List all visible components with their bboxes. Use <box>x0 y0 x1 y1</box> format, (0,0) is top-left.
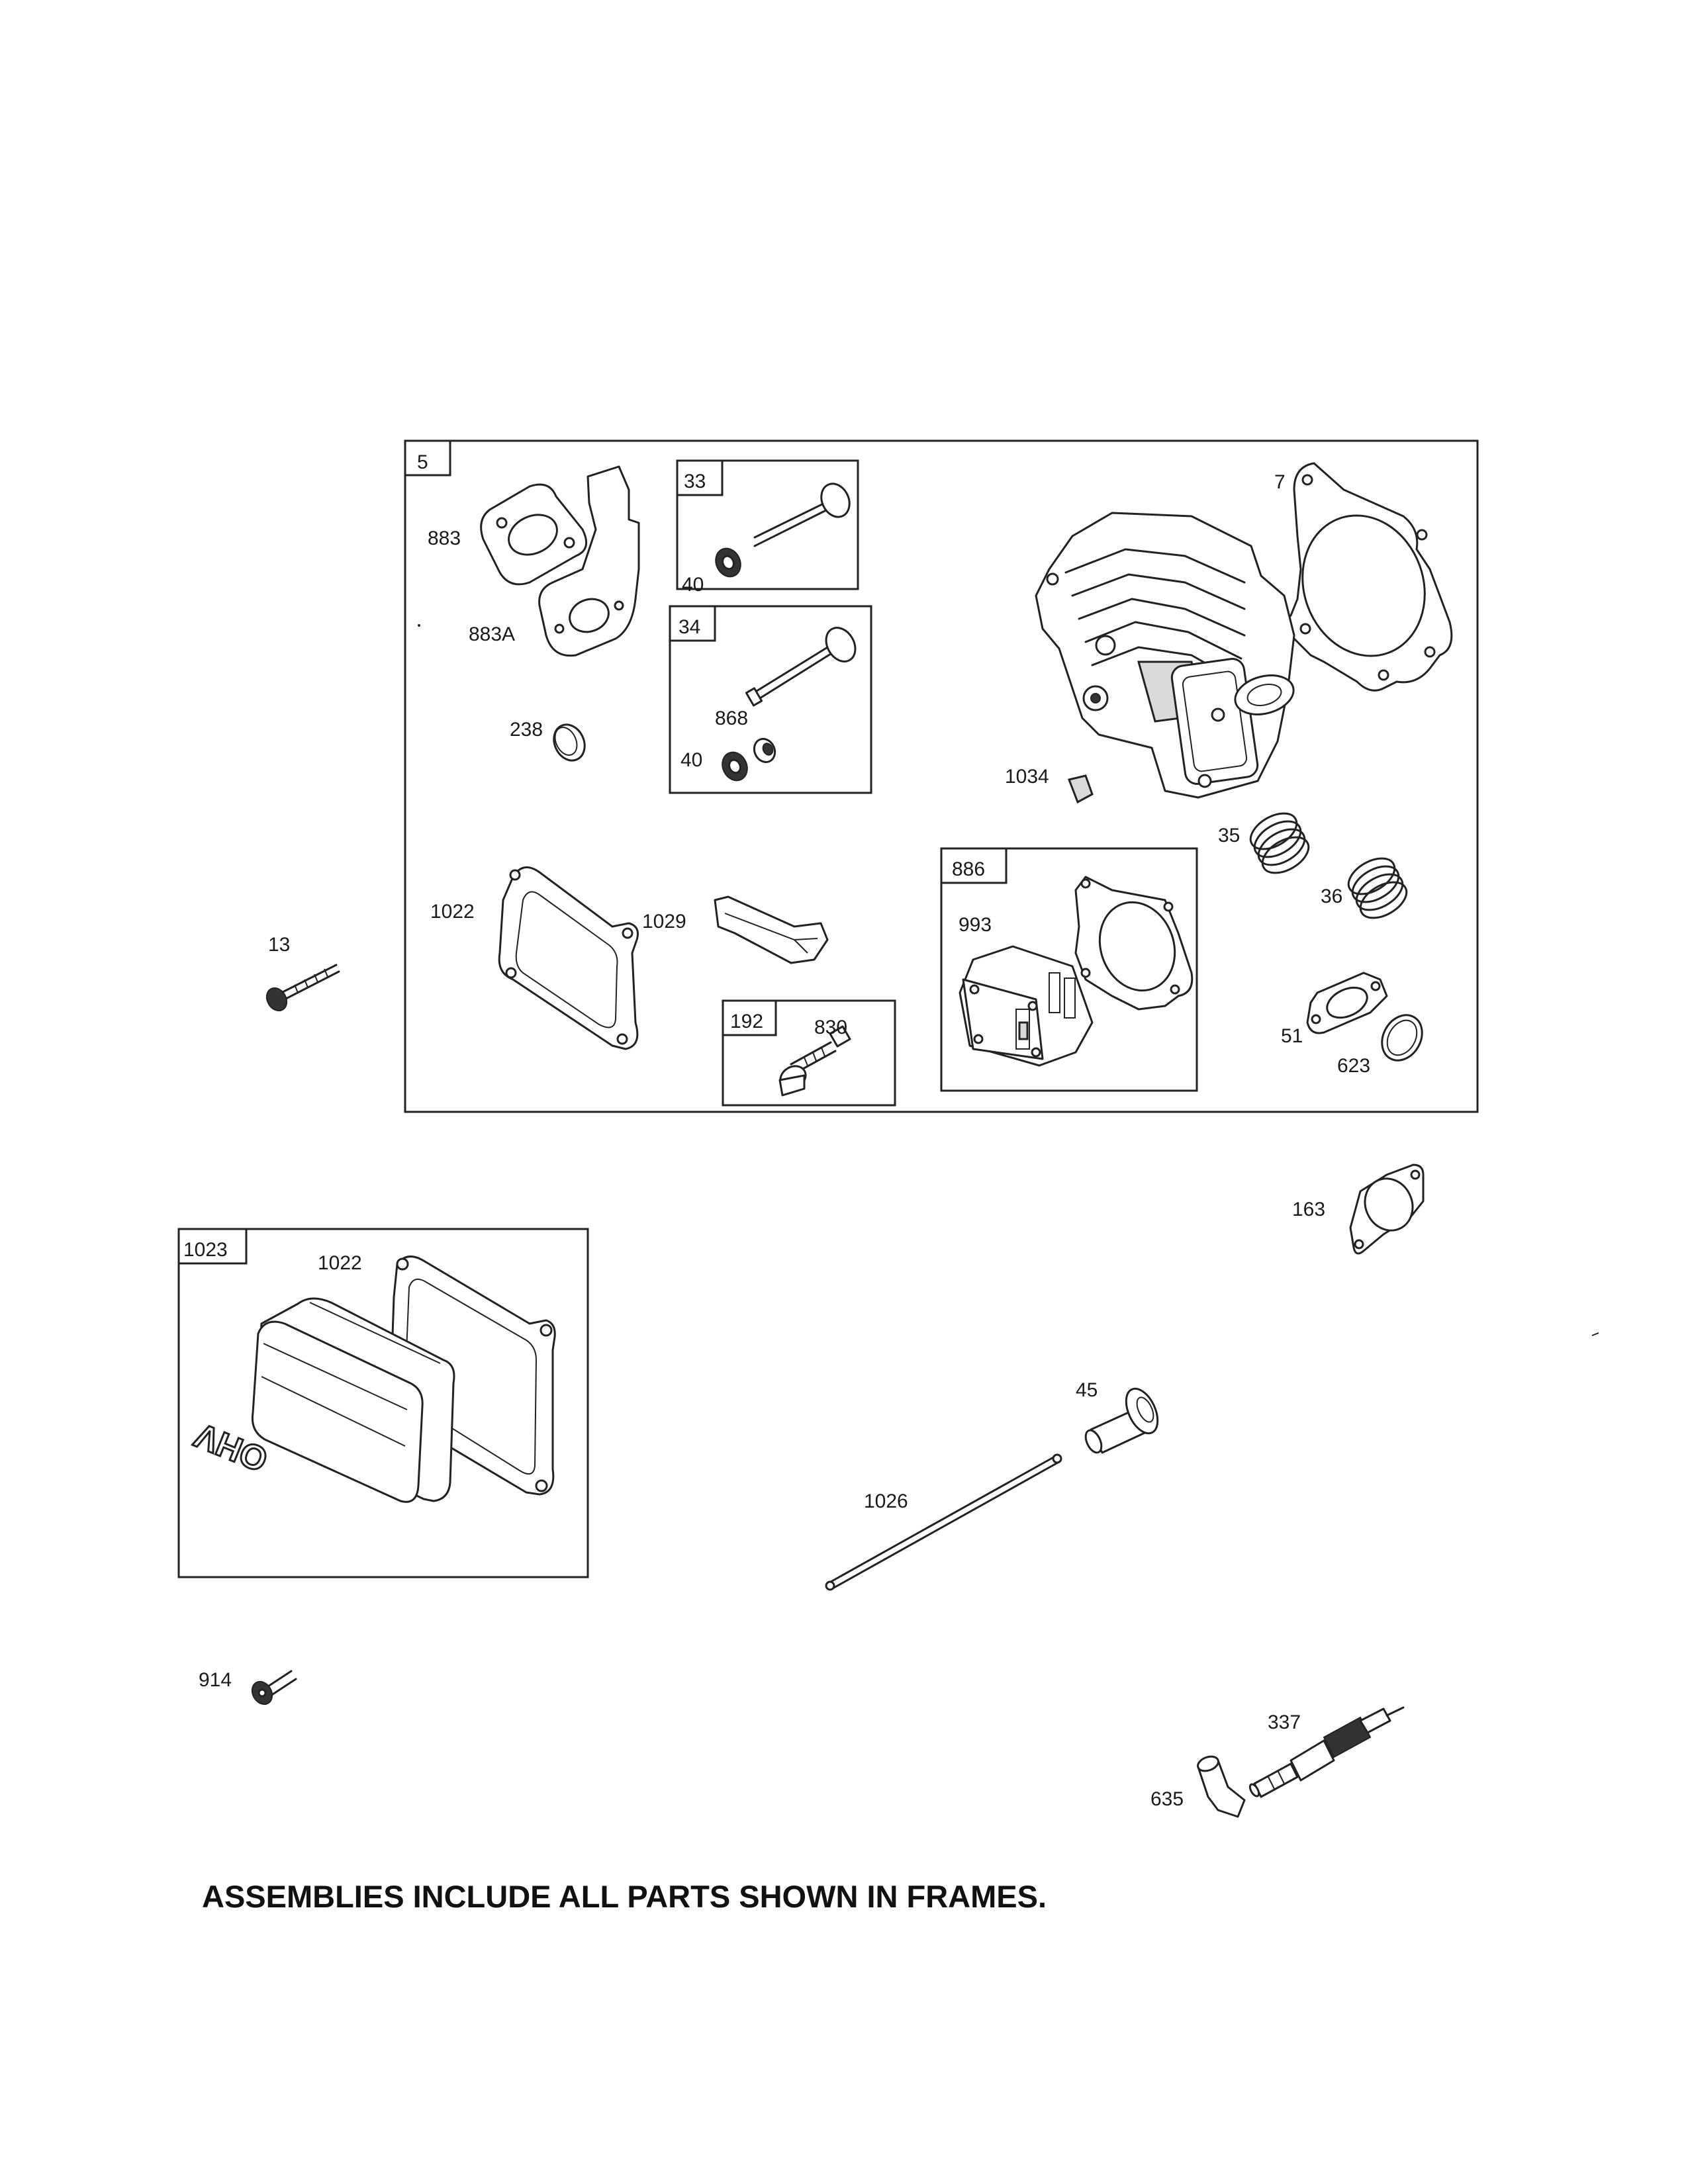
label-7: 7 <box>1274 471 1286 493</box>
frame-1023-label: 1023 <box>183 1239 228 1261</box>
label-1022-a: 1022 <box>430 901 475 923</box>
label-45: 45 <box>1076 1379 1098 1401</box>
frame-1023: 1023 OHV 1022 <box>177 1228 589 1578</box>
label-36: 36 <box>1321 886 1342 907</box>
part-45-tappet: 45 <box>1076 1379 1159 1454</box>
part-51-gasket: 51 <box>1281 972 1388 1047</box>
frame-33-label: 33 <box>684 471 706 492</box>
label-623: 623 <box>1337 1055 1370 1077</box>
label-914: 914 <box>199 1669 232 1691</box>
label-830: 830 <box>814 1017 847 1038</box>
cylinder-head <box>1035 512 1295 799</box>
frame-886: 886 993 <box>940 847 1198 1092</box>
part-1034-clip: 1034 <box>1005 766 1094 804</box>
frame-192-label: 192 <box>730 1011 763 1032</box>
part-337-spark-plug: 337 <box>1248 1706 1405 1798</box>
frame-5-label: 5 <box>417 451 428 473</box>
label-35: 35 <box>1218 825 1240 846</box>
label-868: 868 <box>715 707 748 729</box>
part-883A-plate: 883A <box>469 465 640 657</box>
part-1026-push-rod: 1026 <box>825 1453 1062 1591</box>
label-883A: 883A <box>469 623 515 645</box>
label-238: 238 <box>510 719 543 741</box>
part-238-plug: 238 <box>510 719 586 762</box>
frame-33: 33 40 <box>676 459 859 596</box>
label-337: 337 <box>1268 1711 1301 1733</box>
frame-5: 5 <box>404 439 1479 1113</box>
label-993: 993 <box>959 914 992 936</box>
label-51: 51 <box>1281 1025 1303 1047</box>
frame-34-label: 34 <box>679 616 700 638</box>
label-1026: 1026 <box>864 1490 908 1512</box>
part-7-head-gasket: 7 <box>1274 462 1453 692</box>
part-623-ring: 623 <box>1337 1014 1423 1077</box>
part-914-bolt: 914 <box>199 1669 297 1706</box>
label-163: 163 <box>1292 1199 1325 1220</box>
speck <box>418 624 420 627</box>
label-883: 883 <box>428 527 461 549</box>
frame-192: 192 830 <box>722 999 896 1107</box>
part-635-boot: 635 <box>1150 1755 1246 1818</box>
footer-note: ASSEMBLIES INCLUDE ALL PARTS SHOWN IN FR… <box>202 1879 1047 1914</box>
label-635: 635 <box>1150 1788 1184 1810</box>
label-1022-b: 1022 <box>318 1252 362 1274</box>
frame-886-label: 886 <box>952 858 985 880</box>
speck <box>1591 1332 1599 1336</box>
label-40-b: 40 <box>680 749 702 771</box>
part-36-spring: 36 <box>1321 857 1408 919</box>
part-13-bolt: 13 <box>265 934 340 1012</box>
part-1022-gasket-a: 1022 <box>430 866 639 1050</box>
frame-34: 34 868 40 <box>669 605 872 794</box>
label-1034: 1034 <box>1005 766 1049 788</box>
part-35-spring: 35 <box>1218 812 1310 874</box>
label-13: 13 <box>268 934 290 956</box>
part-1029-deflector: 1029 <box>642 895 829 964</box>
label-1029: 1029 <box>642 911 686 933</box>
label-40-a: 40 <box>682 574 704 596</box>
part-163-gasket: 163 <box>1292 1163 1425 1255</box>
part-883-gasket: 883 <box>428 483 588 586</box>
